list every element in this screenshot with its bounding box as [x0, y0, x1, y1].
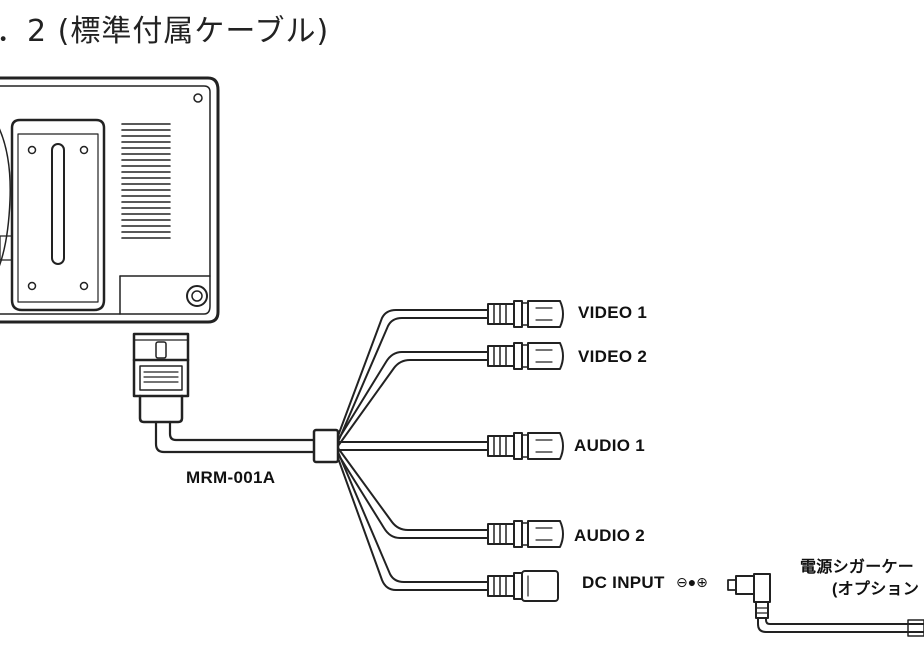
label-video1: VIDEO 1	[578, 303, 648, 322]
dc-input-jack	[487, 570, 559, 602]
label-option-cable-line2: (オプション	[832, 581, 920, 598]
cable-junction	[312, 428, 340, 464]
label-option-cable-line1: 電源シガーケー	[800, 559, 915, 576]
polarity-symbol: ⊖●⊕	[676, 574, 708, 590]
label-dc-input: DC INPUT	[582, 573, 665, 592]
dc-plug	[727, 573, 771, 619]
label-cable-model: MRM-001A	[186, 468, 276, 487]
multi-pin-connector	[132, 332, 190, 424]
label-audio2: AUDIO 2	[574, 526, 646, 545]
monitor-rear	[0, 76, 220, 324]
vent-grill	[121, 123, 171, 239]
label-video2: VIDEO 2	[578, 347, 648, 366]
rca-connector-video2	[487, 342, 564, 370]
branch-cables	[337, 309, 489, 591]
rca-connector-audio1	[487, 432, 564, 460]
option-cable-wire	[757, 617, 924, 637]
main-cable	[154, 420, 318, 454]
rca-connector-audio2	[487, 520, 564, 548]
mount-plate	[10, 118, 106, 312]
rca-connector-video1	[487, 300, 564, 328]
diagram-title: ．2 (標準付属ケーブル)	[0, 14, 330, 49]
label-audio1: AUDIO 1	[574, 436, 646, 455]
